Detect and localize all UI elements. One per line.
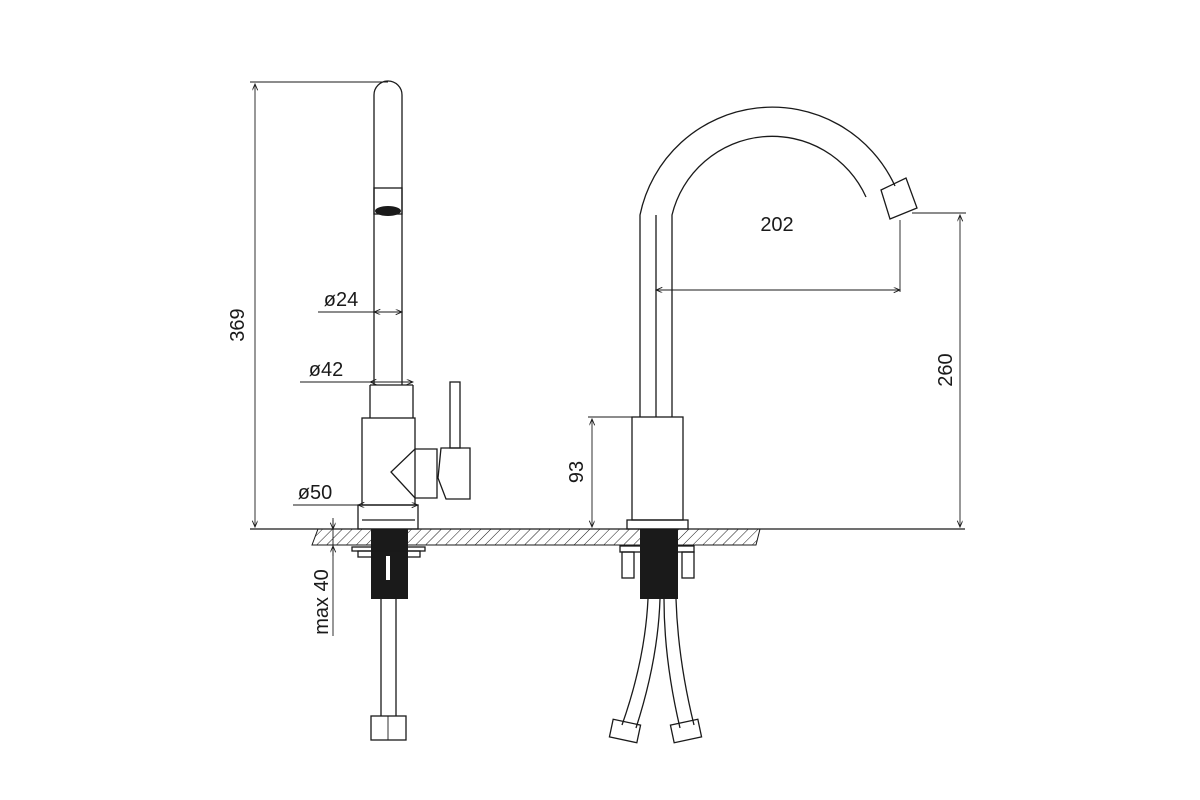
outlet-height-label: 260 — [935, 353, 957, 386]
body-height-label: 93 — [566, 461, 588, 483]
spout-diameter-label: ø24 — [324, 289, 358, 311]
base-diameter-label: ø50 — [298, 482, 332, 504]
body-diameter-label: ø42 — [309, 359, 343, 381]
countertop — [250, 528, 965, 546]
faucet-front-view — [608, 106, 918, 744]
max-thickness-label: max 40 — [311, 569, 333, 635]
dimension-lines — [250, 81, 966, 636]
spout-reach-label: 202 — [760, 214, 793, 236]
total-height-label: 369 — [227, 308, 249, 341]
faucet-side-view — [351, 80, 471, 741]
